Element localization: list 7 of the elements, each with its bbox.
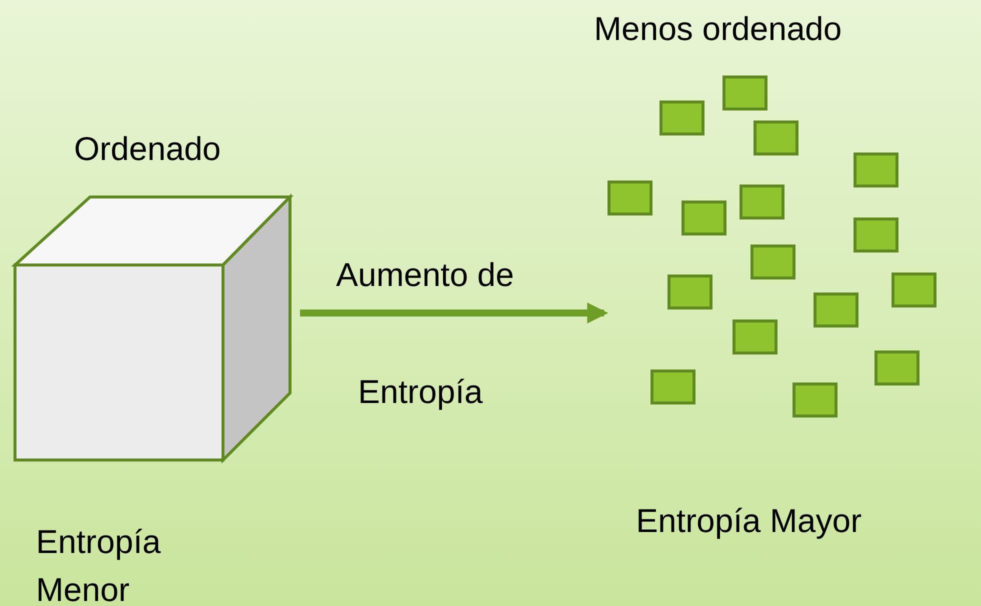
node-heading: Ordenado [74, 129, 222, 169]
node-heading: Menos ordenado [594, 9, 843, 49]
node-caption: Entropía Menor [36, 522, 162, 606]
arrow [300, 302, 608, 324]
arrow-caption: Entropía [358, 372, 483, 412]
arrow-caption: Aumento de [336, 255, 514, 295]
node-caption: Entropía Mayor [636, 501, 863, 541]
